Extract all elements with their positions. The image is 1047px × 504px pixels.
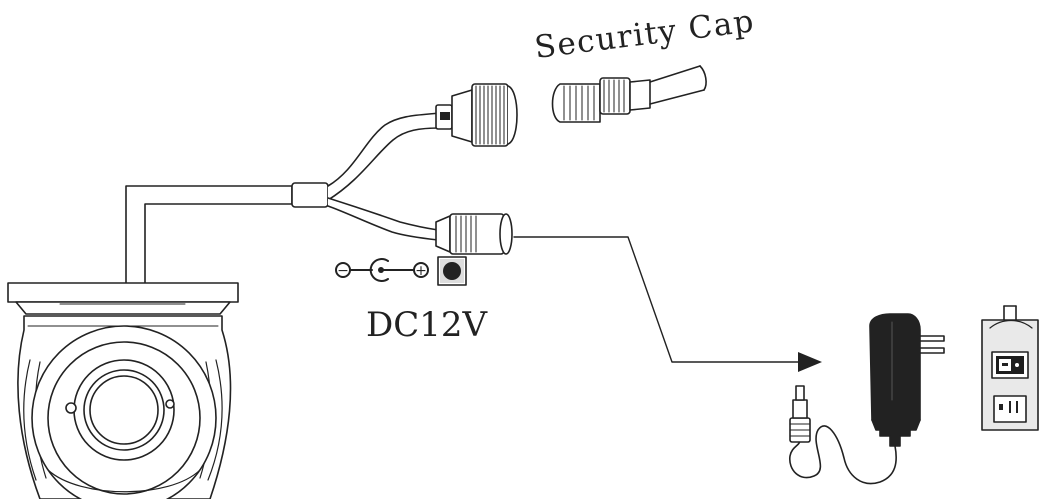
- cable-harness: [125, 112, 441, 291]
- security-cap-label: Security Cap: [533, 3, 757, 66]
- positive-sign: +: [415, 263, 427, 279]
- dc-voltage-label: DC12V: [366, 305, 489, 345]
- dome-camera: [7, 282, 239, 504]
- negative-sign: −: [337, 263, 349, 279]
- connection-arrow: [513, 236, 822, 372]
- power-adapter: [789, 313, 945, 485]
- security-cap: [551, 65, 707, 123]
- wall-outlet: [981, 305, 1039, 431]
- polarity-symbol: − +: [335, 256, 467, 286]
- dc-power-connector: [435, 213, 513, 255]
- network-connector: [435, 83, 518, 147]
